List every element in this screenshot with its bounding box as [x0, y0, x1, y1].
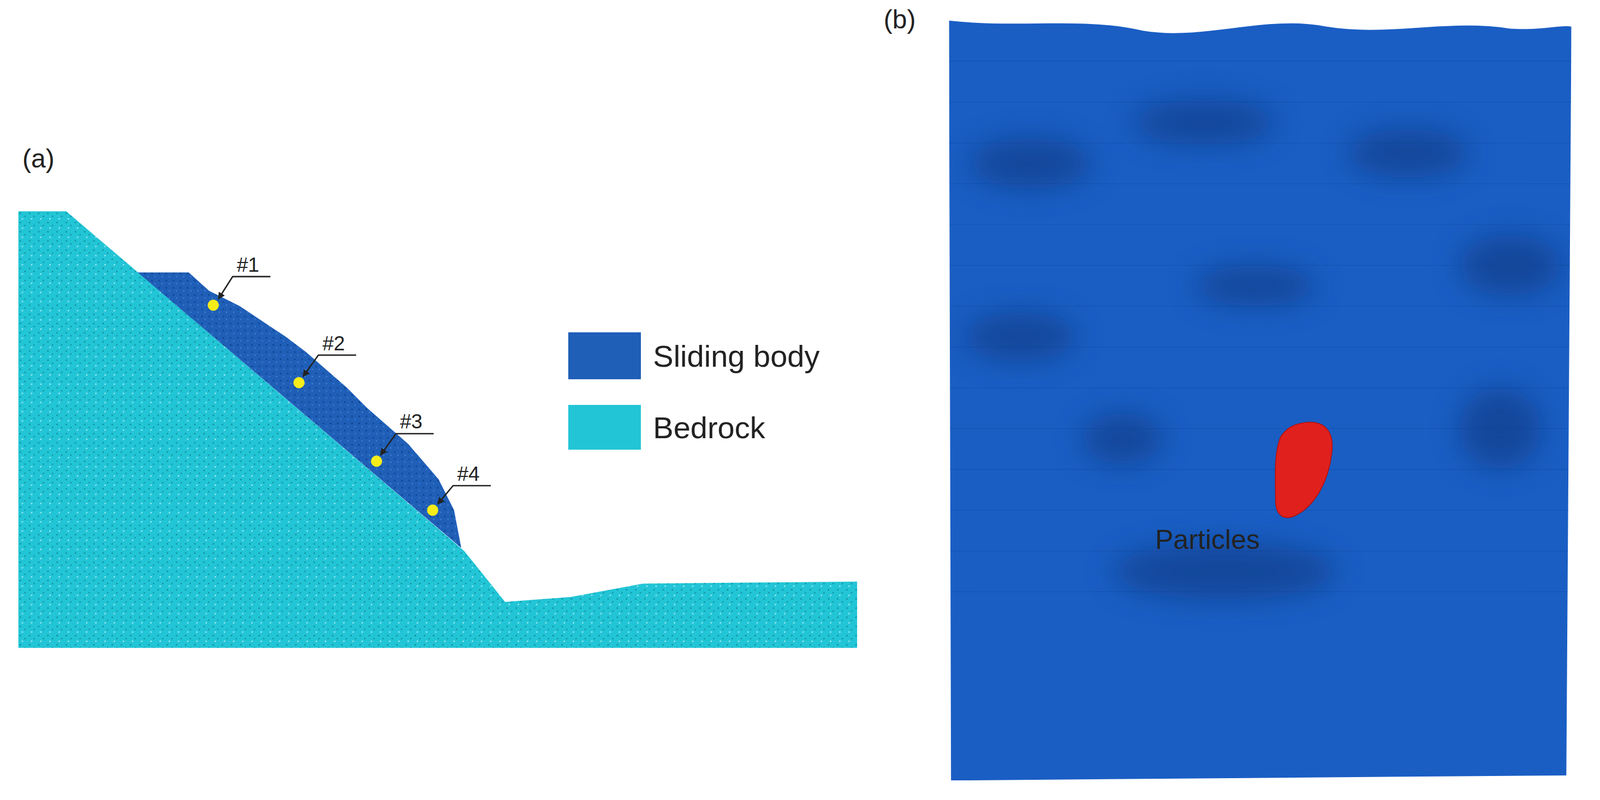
- legend-swatch: [568, 332, 641, 380]
- legend-swatch: [568, 405, 641, 450]
- monitor-points: [207, 299, 438, 516]
- particle-bed-surface: [938, 10, 1582, 796]
- legend-text: Sliding body: [652, 337, 820, 375]
- panel-label: (a): [22, 143, 55, 175]
- bedrock: [18, 211, 858, 648]
- callout-number: #4: [456, 462, 480, 487]
- particles-label: Particles: [1155, 523, 1260, 557]
- sliding-body: [137, 272, 462, 549]
- panel-label: (b): [883, 3, 917, 36]
- callout-number: #1: [236, 253, 260, 278]
- leader-lines: [218, 276, 491, 505]
- callout-number: #3: [400, 409, 423, 434]
- callout-number: #2: [322, 331, 346, 356]
- legend-text: Bedrock: [652, 409, 765, 446]
